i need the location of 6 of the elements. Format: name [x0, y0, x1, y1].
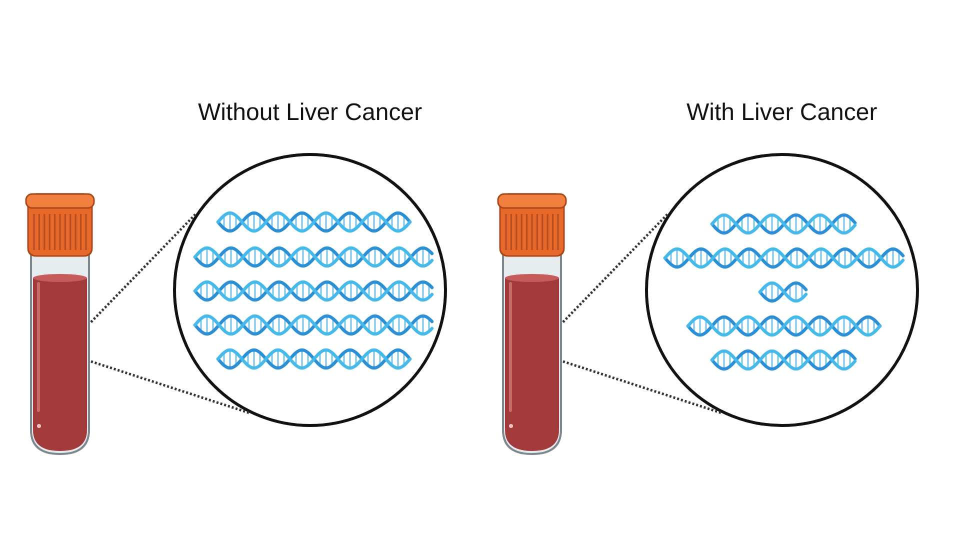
zoom-line: [562, 360, 722, 414]
zoom-line: [562, 212, 670, 323]
heading: Without Liver Cancer: [198, 99, 422, 127]
heading: With Liver Cancer: [686, 99, 878, 127]
zoom-line: [90, 212, 198, 323]
zoom-line: [90, 360, 250, 414]
